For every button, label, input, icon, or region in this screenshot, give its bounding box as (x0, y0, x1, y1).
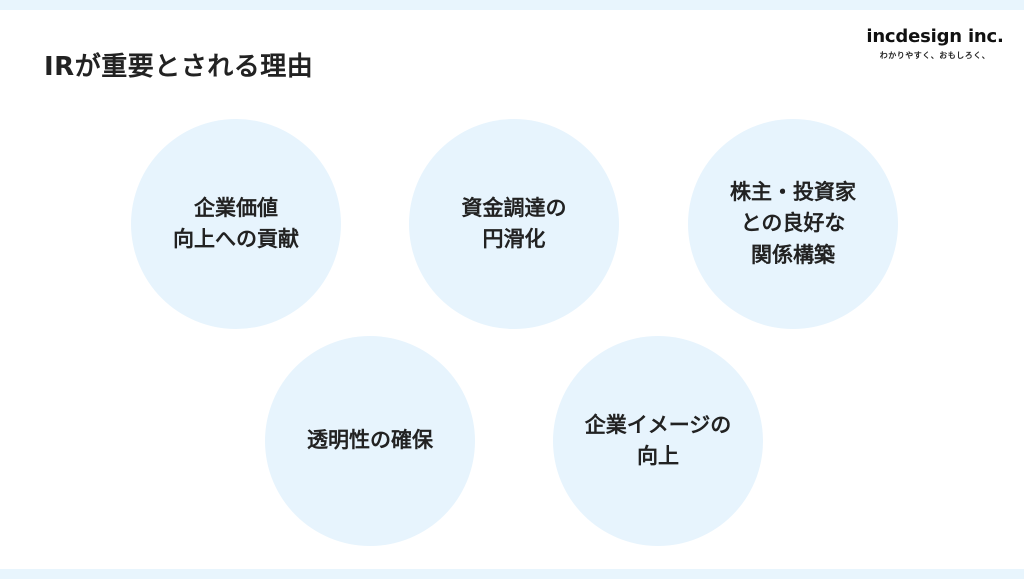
company-logo: incdesign inc. わかりやすく、おもしろく、 (860, 26, 1010, 61)
reason-label: 株主・投資家 との良好な 関係構築 (730, 179, 856, 267)
bottom-band (0, 569, 1024, 579)
top-band (0, 0, 1024, 10)
reason-label: 資金調達の 円滑化 (461, 195, 567, 252)
reason-label: 企業価値 向上への貢献 (173, 195, 299, 252)
page-title: IRが重要とされる理由 (44, 52, 314, 82)
reason-circle-fundraising: 資金調達の 円滑化 (409, 119, 619, 329)
logo-tagline: わかりやすく、おもしろく、 (879, 51, 991, 60)
reason-circle-corporate-image: 企業イメージの 向上 (553, 336, 763, 546)
reason-circle-transparency: 透明性の確保 (265, 336, 475, 546)
reason-circle-corporate-value: 企業価値 向上への貢献 (131, 119, 341, 329)
reason-label: 透明性の確保 (307, 428, 433, 453)
reason-circle-investor-relations: 株主・投資家 との良好な 関係構築 (688, 119, 898, 329)
logo-name: incdesign inc. (866, 26, 1004, 47)
reason-label: 企業イメージの 向上 (584, 412, 732, 469)
